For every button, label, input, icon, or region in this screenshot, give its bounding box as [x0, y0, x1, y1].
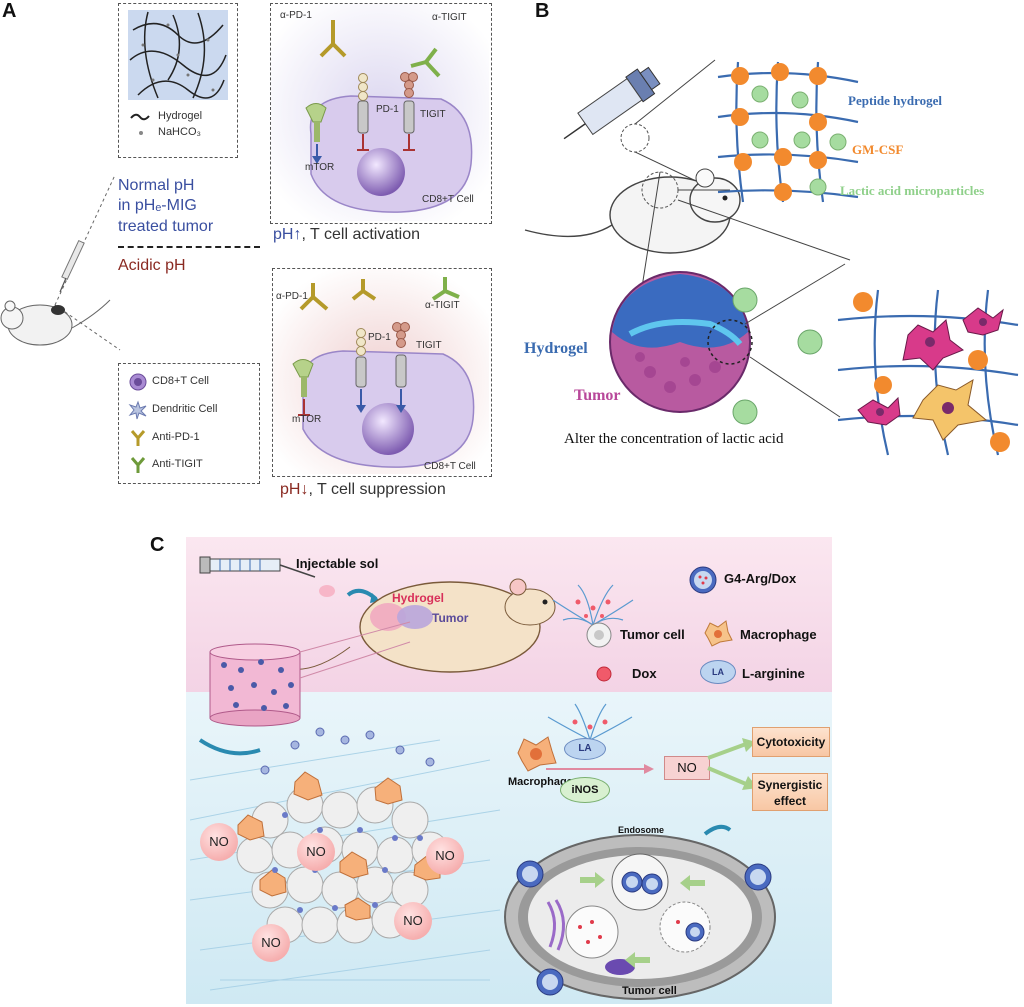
top-mtor-label: mTOR — [305, 162, 335, 173]
panel-label-c: C — [150, 534, 165, 556]
pathway-macrophage-label: Macrophage — [508, 776, 573, 788]
bottom-mtor-label: mTOR — [292, 414, 322, 425]
no-bubble-1: NO — [200, 823, 238, 861]
t-cell-suppression-diagram — [273, 269, 489, 474]
bottom-atigit-label: α-TIGIT — [425, 300, 460, 311]
hydrogel-network-icon — [128, 10, 228, 100]
gel-cylinder-icon — [209, 643, 301, 727]
inset-hydrogel-label: Hydrogel — [158, 110, 203, 122]
nahco3-dot-icon — [139, 131, 143, 135]
bottom-apd1-label: α-PD-1 — [276, 291, 308, 302]
no-bubble-5: NO — [252, 924, 290, 962]
activation-ph-up: pH↑ — [273, 226, 302, 243]
legend-l-arginine: L-arginine — [742, 666, 805, 681]
la-legend-icon: LA — [700, 660, 736, 684]
normal-ph-line1: Normal pH — [118, 177, 195, 194]
tumor-cell-detail — [504, 824, 776, 1000]
legend-dox: Dox — [632, 666, 657, 681]
top-apd1-label: α-PD-1 — [280, 10, 312, 21]
tumor-cell-legend-icon — [586, 622, 612, 648]
suppression-ph-down: pH↓ — [280, 481, 309, 498]
pathway-inos: iNOS — [560, 777, 610, 803]
anti-tigit-icon — [130, 457, 146, 473]
peptide-hydrogel-label: Peptide hydrogel — [848, 93, 943, 108]
panel-label-b: B — [535, 0, 550, 22]
pathway-la-icon: LA — [564, 738, 606, 760]
legend-macrophage: Macrophage — [740, 627, 817, 642]
macrophage-pathway-icon — [517, 736, 557, 772]
top-cell-label: CD8+T Cell — [422, 194, 474, 205]
bottom-tigit-label: TIGIT — [416, 340, 442, 351]
inset-nahco3-label: NaHCO₃ — [158, 126, 201, 138]
pathway-arrow — [546, 764, 654, 774]
lactic-microparticles-label: Lactic acid microparticles — [840, 183, 985, 198]
synergistic-effect-box: Synergistic effect — [752, 773, 828, 811]
tumor-label-c: Tumor — [432, 611, 469, 625]
legend-anti-pd1: Anti-PD-1 — [152, 431, 200, 443]
hydrogel-label-c: Hydrogel — [392, 591, 445, 605]
legend-dendritic: Dendritic Cell — [152, 403, 218, 415]
pathway-dendrimer-icon — [547, 703, 633, 741]
t-cell-activation-diagram — [271, 4, 489, 221]
pathway-no-box: NO — [664, 756, 710, 780]
suppression-caption-text: , T cell suppression — [308, 481, 446, 498]
no-bubble-4: NO — [394, 902, 432, 940]
hydrogel-line-icon — [130, 113, 150, 121]
peptide-hydrogel-mesh — [717, 61, 859, 203]
immune-cells-mesh — [837, 289, 1019, 456]
anti-pd1-icon — [130, 430, 146, 446]
gmcsf-label: GM-CSF — [852, 142, 904, 157]
synergistic-line1: Synergistic — [757, 778, 823, 792]
legend-cd8: CD8+T Cell — [152, 375, 209, 387]
tumor-hydrogel-illustration — [609, 263, 846, 425]
activation-box — [270, 3, 492, 224]
macrophage-legend-icon — [704, 620, 733, 647]
normal-ph-line2: in pHₑ-MIG — [118, 197, 197, 214]
top-pd1-label: PD-1 — [376, 104, 399, 115]
activation-caption: pH↑, T cell activation — [273, 226, 420, 244]
tumor-cell-label: Tumor cell — [622, 985, 677, 997]
dox-legend-icon — [596, 666, 612, 682]
dendritic-cell-icon — [128, 400, 147, 420]
top-tigit-label: TIGIT — [420, 109, 446, 120]
tumor-tissue-illustration — [189, 727, 501, 991]
g4-dendrimer-icon — [552, 584, 634, 626]
g4-arg-dox-icon — [689, 566, 717, 594]
top-atigit-label: α-TIGIT — [432, 12, 467, 23]
hydrogel-label-b: Hydrogel — [524, 340, 588, 357]
hydrogel-inset — [118, 3, 238, 158]
no-bubble-3: NO — [426, 837, 464, 875]
ph-divider — [118, 246, 260, 248]
panel-label-a: A — [2, 0, 17, 22]
suppression-box — [272, 268, 492, 477]
injectable-sol-label: Injectable sol — [296, 556, 379, 571]
cytotoxicity-box: Cytotoxicity — [752, 727, 830, 757]
bottom-pd1-label: PD-1 — [368, 332, 391, 343]
tumor-label-b: Tumor — [574, 387, 621, 404]
zoom-lines — [299, 621, 411, 679]
acidic-ph-label: Acidic pH — [118, 257, 186, 274]
bottom-cell-label: CD8+T Cell — [424, 461, 476, 472]
panel-b-illustration — [524, 59, 851, 301]
injection-mouse-illustration — [199, 556, 556, 673]
lactic-caption: Alter the concentration of lactic acid — [564, 431, 784, 447]
endosome-label: Endosome — [618, 825, 665, 835]
cd8-cell-icon — [129, 373, 147, 391]
normal-ph-line3: treated tumor — [118, 218, 214, 235]
legend-anti-tigit: Anti-TIGIT — [152, 458, 203, 470]
no-bubble-2: NO — [297, 833, 335, 871]
synergistic-line2: effect — [773, 794, 806, 808]
activation-caption-text: , T cell activation — [301, 226, 421, 243]
legend-tumor-cell: Tumor cell — [620, 627, 685, 642]
suppression-caption: pH↓, T cell suppression — [280, 481, 446, 499]
legend-g4-arg-dox: G4-Arg/Dox — [724, 571, 797, 586]
mouse-injection-illustration — [0, 174, 121, 351]
